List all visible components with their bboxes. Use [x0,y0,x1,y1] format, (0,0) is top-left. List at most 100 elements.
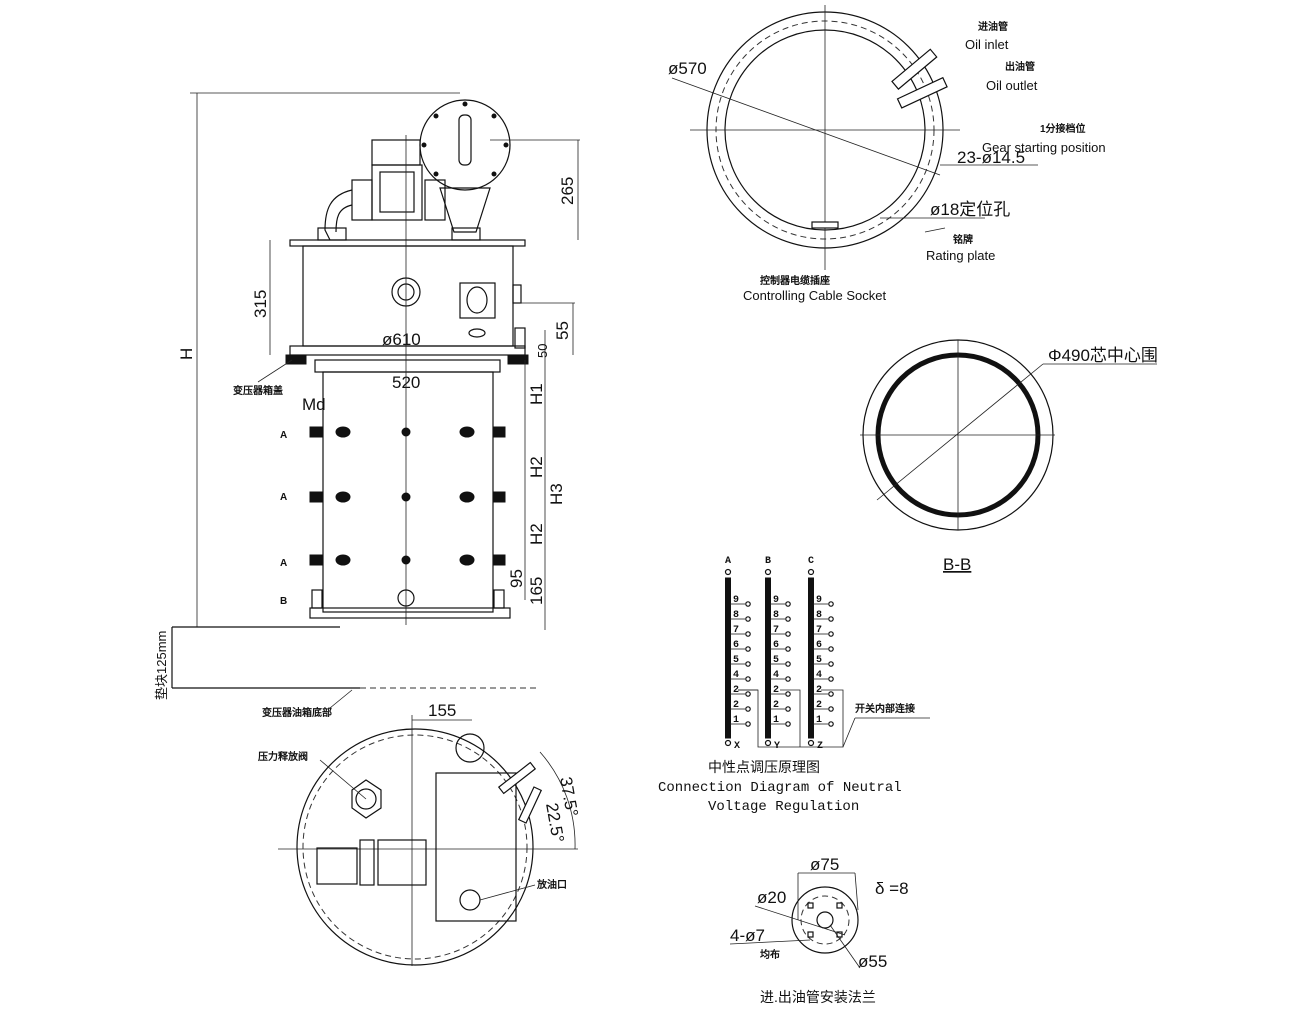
tap-terminal [745,601,751,607]
leader [924,227,946,233]
drain-plug [468,328,486,338]
dia-610-label: ø610 [382,330,421,349]
leader [729,939,811,945]
locating-hole-label: ø18定位孔 [930,200,1010,219]
side-port [512,284,522,304]
leader [754,905,846,936]
tap-terminal [785,616,791,622]
rating-plate-label: Rating plate [926,248,995,263]
tap-label: 2 [773,700,779,711]
dim-315-label: 315 [251,290,270,318]
tap-label: 2 [773,685,779,696]
tap-terminal [828,646,834,652]
dim-h-label: H [177,348,196,360]
h2-label: H2 [527,523,546,545]
phase-label: A [725,556,731,567]
drain-port [459,889,481,911]
winding-bar [808,577,814,739]
inspection-window [459,282,496,319]
tap-label: 6 [733,640,739,651]
top-view: ø570 进油管 Oil inlet 出油管 Oil outlet 1分接档位 … [668,5,1106,303]
flange-title: 进.出油管安装法兰 [760,989,876,1005]
section-b-mark: B [280,596,287,607]
tap-terminal [785,721,791,727]
leader [479,884,536,901]
h1-label: H1 [527,383,546,405]
side-valve [514,327,526,349]
pipe-flange-detail: ø75 ø20 δ =8 4-ø7 均布 ø55 进.出油管安装法兰 [729,855,909,1005]
relief-valve [355,788,377,810]
tank-base [309,607,511,619]
drive-flange [359,839,375,886]
internal-connection-label: 开关内部连接 [855,702,915,715]
dim-155-label: 155 [428,701,456,720]
tap-label: 6 [773,640,779,651]
front-view: H 垫块125mm 变压器油箱底部 265 [154,92,580,719]
tap-terminal [828,601,834,607]
leader [257,359,293,383]
tap-terminal [745,646,751,652]
tap-terminal [828,676,834,682]
internal-link [780,689,801,747]
oil-outlet-label: Oil outlet [986,78,1038,93]
dia-55-label: ø55 [858,952,887,971]
dim-50-label: 50 [535,344,550,358]
holes-label: 4-ø7 [730,926,765,945]
inspection-window-glass [466,286,488,314]
bb-dia-label: Φ490芯中心围 [1048,346,1158,365]
dim-265-label: 265 [558,177,577,205]
gasket-right [507,354,529,365]
tap-terminal [745,691,751,697]
tap-label: 9 [733,595,739,606]
tap-terminal [785,676,791,682]
bottom-flange-outer [296,728,534,966]
dia-20-label: ø20 [757,888,786,907]
motor-window [379,171,415,213]
ext-line [854,872,859,911]
drive-bracket [316,847,358,885]
dim-95-label: 95 [507,569,526,588]
tap-label: 4 [733,670,739,681]
tap-terminal [785,631,791,637]
tap-terminal [785,706,791,712]
tap-terminal [785,646,791,652]
tap-label: 4 [816,670,822,681]
tap-terminal [828,721,834,727]
gear-start-label: Gear starting position [982,140,1106,155]
tap-label: 1 [773,715,779,726]
tap-label: 8 [773,610,779,621]
dim-165-label: 165 [527,577,546,605]
phase-terminal [807,568,815,576]
oil-inlet-label: Oil inlet [965,37,1009,52]
tap-terminal [745,721,751,727]
oil-outlet-pipe [896,76,948,109]
phase-terminal [724,568,732,576]
tap-label: 4 [773,670,779,681]
tap-label: 9 [816,595,822,606]
thickness-label: δ =8 [875,879,909,898]
oil-outlet-cn: 出油管 [1005,60,1035,73]
end-label: Y [774,741,780,752]
cable-socket-cn: 控制器电缆插座 [760,274,830,287]
tap-label: 5 [733,655,739,666]
gasket-left [285,354,307,365]
tap-label: 7 [773,625,779,636]
tap-label: 7 [733,625,739,636]
h2-label: H2 [527,456,546,478]
sight-window [458,114,472,166]
tap-terminal [745,706,751,712]
tank-cover [289,239,526,247]
phase-label: C [808,556,814,567]
dia-leader [671,77,941,176]
tap-label: 7 [816,625,822,636]
rating-plate-cn: 铭牌 [953,233,973,246]
tap-terminal [785,691,791,697]
diagram-title-en-1: Connection Diagram of Neutral [658,780,902,796]
tap-terminal [745,631,751,637]
flange-bolt-circle [800,895,850,945]
md-label: Md [302,395,326,414]
block-height-label: 垫块125mm [154,631,169,700]
diagram-title-en-2: Voltage Regulation [708,799,859,815]
tap-label: 1 [816,715,822,726]
